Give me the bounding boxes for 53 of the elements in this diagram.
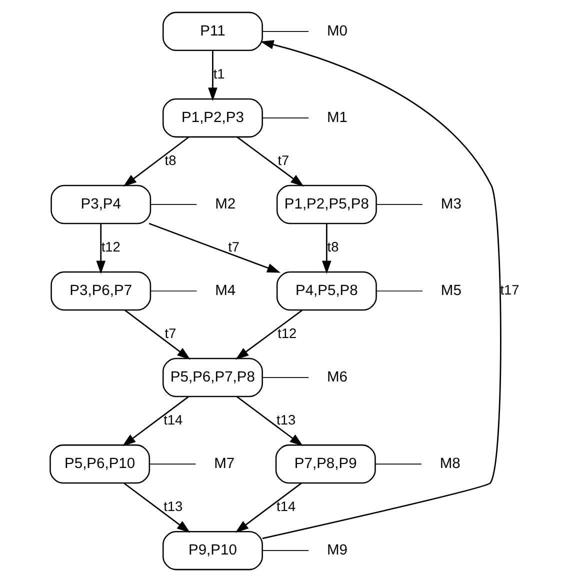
arrow [235,310,303,360]
node-box: P11 [162,12,263,52]
arrow [124,310,190,360]
edge-label: t13 [164,498,183,514]
node-text: M2 [215,196,236,212]
node-text: M4 [215,282,236,299]
node-box: P9,P10 [162,530,263,570]
node-text: M8 [440,456,460,472]
arrow [236,396,304,446]
node-text: M6 [326,369,348,386]
connector [262,31,309,32]
node-box: P5,P6,P7,P8 [162,358,263,398]
edge-label: t8 [327,239,339,254]
node-box: P7,P8,P9 [275,444,376,484]
edge-label: t7 [228,239,240,254]
arrow [122,396,189,446]
node-box: P4,P5,P8 [276,271,377,311]
node-box: P1,P2,P5,P8 [276,184,377,224]
edge-label: t14 [164,412,183,428]
edge-label: t7 [278,152,290,168]
node-text: M7 [214,456,235,472]
node-box: P3,P4 [50,184,152,224]
arrow [322,224,332,274]
edge-label: t12 [101,239,120,254]
edge-label: t1 [213,66,225,82]
node-box: P3,P6,P7 [50,271,152,311]
edge-label: t13 [276,412,296,428]
arrow [148,222,281,273]
arrow [123,136,190,187]
edge-label: t8 [164,152,176,168]
arrow [260,40,502,540]
edge-label: t17 [500,282,520,298]
connector [150,204,198,205]
arrow [96,224,106,274]
edge-label: t7 [164,326,176,341]
edge-label: t12 [278,326,297,341]
node-text: M3 [440,196,462,212]
node-text: M5 [440,282,462,299]
connector [376,290,423,292]
node-text: M9 [326,542,348,558]
arrow [208,50,218,101]
arrow [236,136,304,187]
arrow [235,482,302,533]
edge-label: t14 [276,498,296,514]
node-text: M1 [326,110,348,126]
node-box: P1,P2,P3 [162,98,263,138]
connector [376,204,423,205]
node-box: P5,P6,P10 [50,444,150,484]
connector [262,550,309,551]
arrow [124,482,190,533]
connector [262,377,309,378]
node-text: M0 [326,23,348,40]
connector [150,290,198,292]
